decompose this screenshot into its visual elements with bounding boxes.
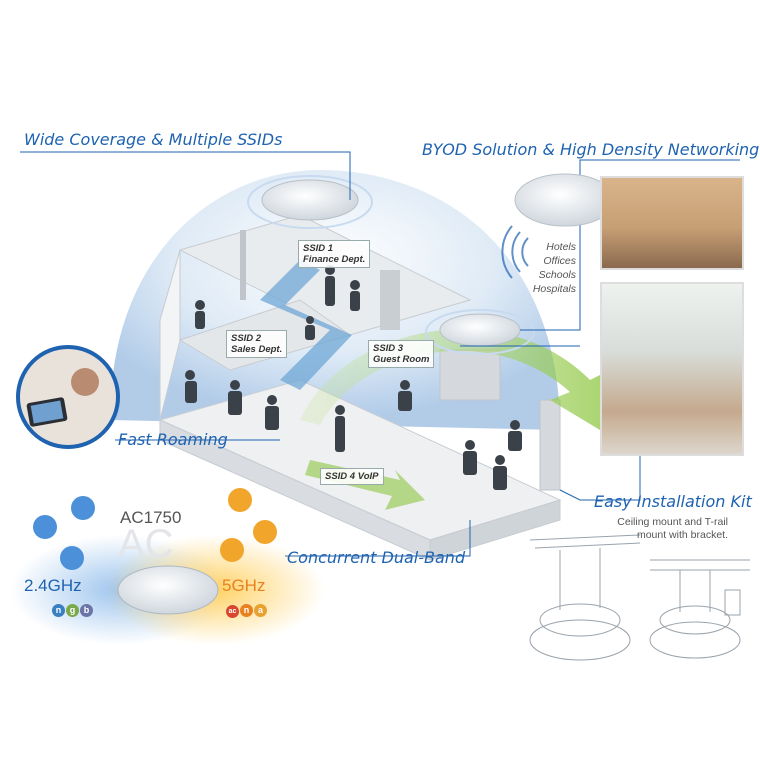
- chat-icon: [33, 515, 57, 539]
- ap-product: [117, 565, 219, 615]
- phone-globe-icon: [253, 520, 277, 544]
- heading-coverage: Wide Coverage & Multiple SSIDs: [24, 130, 283, 149]
- venue-list: Hotels Offices Schools Hospitals: [520, 240, 576, 296]
- venue-offices: Offices: [543, 255, 576, 267]
- badge-n: n: [52, 604, 65, 617]
- venue-schools: Schools: [538, 269, 576, 281]
- people-silhouettes: [185, 265, 522, 490]
- wifi-waves: [501, 225, 529, 279]
- photo-lecture-room: [600, 176, 744, 270]
- product-ac-watermark: AC: [118, 522, 174, 566]
- mail-icon: [60, 546, 84, 570]
- roaming-arrow: [260, 260, 352, 390]
- heading-dualband: Concurrent Dual-Band: [287, 548, 466, 567]
- ssid-1-label: SSID 1 Finance Dept.: [298, 240, 371, 268]
- band-5-label: 5GHz: [222, 576, 266, 595]
- ie-icon: [71, 496, 95, 520]
- ssid-2-label: SSID 2 Sales Dept.: [226, 330, 288, 358]
- ssid-3-dept: Guest Room: [373, 354, 430, 365]
- product-model: AC1750: [120, 508, 182, 527]
- badge-g: g: [66, 604, 79, 617]
- ssid-1-dept: Finance Dept.: [303, 254, 366, 265]
- partition-2: [380, 270, 400, 330]
- badge-a: a: [254, 604, 267, 617]
- install-caption-line1: Ceiling mount and T-rail: [617, 516, 728, 528]
- badge-n-5: n: [240, 604, 253, 617]
- band-24-label: 2.4GHz: [24, 576, 82, 595]
- photo-meeting-room: [600, 282, 744, 456]
- roaming-photo-circle: [16, 345, 120, 449]
- building-right-face: [429, 499, 561, 561]
- install-caption: Ceiling mount and T-rail mount with brac…: [600, 516, 728, 542]
- heading-roaming: Fast Roaming: [118, 430, 228, 449]
- tv-icon: [220, 538, 244, 562]
- badge-ac: ac: [226, 605, 239, 618]
- ssid-4-label: SSID 4 VoIP: [320, 468, 384, 485]
- partition-3: [439, 349, 501, 401]
- ap-mid-halo: [425, 309, 535, 355]
- ap-top-halo: [247, 175, 373, 229]
- partition-4: [539, 399, 561, 491]
- venue-hospitals: Hospitals: [532, 283, 576, 295]
- ssid-2-dept: Sales Dept.: [231, 344, 283, 355]
- ssid-3-label: SSID 3 Guest Room: [368, 340, 435, 368]
- gamepad-icon: [228, 488, 252, 512]
- venue-hotels: Hotels: [546, 241, 576, 253]
- heading-install: Easy Installation Kit: [594, 492, 752, 511]
- ap-top: [261, 179, 359, 221]
- ssid-2-name: SSID 2: [231, 333, 262, 344]
- partition-1: [240, 230, 246, 300]
- heading-byod: BYOD Solution & High Density Networking: [422, 140, 760, 159]
- install-caption-line2: mount with bracket.: [636, 529, 728, 541]
- install-sketches: [529, 534, 750, 661]
- ssid-1-name: SSID 1: [303, 243, 334, 254]
- ap-mid: [439, 313, 521, 347]
- ssid-3-name: SSID 3: [373, 343, 404, 354]
- badge-b: b: [80, 604, 93, 617]
